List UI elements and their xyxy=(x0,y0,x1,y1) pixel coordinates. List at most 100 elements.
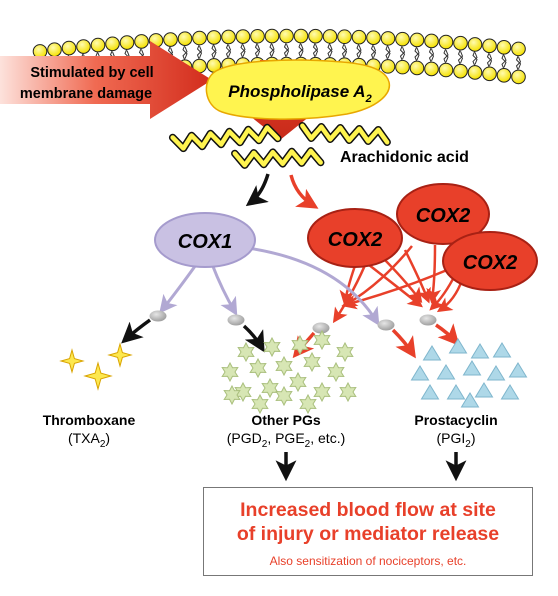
prostaglandin-star xyxy=(223,384,241,406)
phospholipid-head xyxy=(250,28,265,44)
thromboxane-label: Thromboxane xyxy=(43,412,136,428)
cox2-enzyme-3 xyxy=(442,231,538,291)
cox2-enzyme-1 xyxy=(307,208,403,268)
phospholipid-head xyxy=(235,29,251,44)
arrow-aa-to-cox2 xyxy=(289,174,319,209)
prostaglandin-star xyxy=(275,385,293,407)
phospholipid-head xyxy=(308,28,323,44)
prostaglandin-star xyxy=(327,361,345,383)
cox2-label-3: COX2 xyxy=(463,252,517,274)
other-pgs-stars xyxy=(221,329,357,415)
phospholipid-head xyxy=(511,69,526,85)
phospholipid-head xyxy=(453,63,468,79)
cox2-enzyme-2 xyxy=(396,183,490,245)
prostaglandin-star xyxy=(234,381,252,403)
prostaglandin-star xyxy=(313,329,331,351)
prostacyclin-triangle xyxy=(422,345,442,361)
prostaglandin-star xyxy=(251,393,269,415)
phospholipid-head xyxy=(221,29,236,45)
phospholipid-head xyxy=(206,30,222,45)
prostacyclin-triangle xyxy=(474,382,494,398)
cox2-label-2: COX2 xyxy=(416,205,470,227)
prostaglandin-star xyxy=(299,393,317,415)
prostacyclin-triangle xyxy=(460,392,480,408)
phospholipid-head xyxy=(467,37,483,52)
phospholipid-head xyxy=(453,35,468,51)
prostacyclin-triangle xyxy=(508,362,528,378)
prostaglandin-star xyxy=(263,336,281,358)
phospholipid-head xyxy=(177,31,193,47)
result-line2: of injury or mediator release xyxy=(236,523,500,545)
phospholipid-head xyxy=(424,61,439,77)
arachidonic-acid-label: Arachidonic acid xyxy=(340,149,469,166)
prostacyclin-triangle xyxy=(462,360,482,376)
phospholipid-head xyxy=(395,59,410,75)
arrow-to-prostacyclin-1 xyxy=(391,328,416,359)
cox1-label: COX1 xyxy=(178,231,232,253)
prostaglandin-star xyxy=(237,341,255,363)
prostaglandin-star xyxy=(336,341,354,363)
phospholipid-head xyxy=(322,29,338,44)
prostacyclin-abbr: (PGI2) xyxy=(436,430,475,450)
arachidonic-acid-chain xyxy=(300,123,390,145)
phospholipase-a2-badge xyxy=(205,59,391,120)
arrow-to-prostacyclin-2 xyxy=(435,323,460,346)
phospholipid-head xyxy=(496,40,512,55)
thromboxane-sparkle xyxy=(107,342,133,368)
phospholipid-head xyxy=(61,40,77,56)
prostacyclin-triangle xyxy=(410,365,430,381)
thromboxane-abbr: (TXA2) xyxy=(68,430,110,450)
prostacyclin-triangle xyxy=(470,343,490,359)
phospholipid-head xyxy=(424,33,439,49)
phospholipid-head xyxy=(395,31,410,47)
phospholipid-head xyxy=(511,41,526,57)
prostaglandin-star xyxy=(221,361,239,383)
trigger-label-line2: membrane damage xyxy=(20,86,152,102)
thromboxane-sparkle xyxy=(59,348,85,374)
other-pgs-label: Other PGs xyxy=(251,412,320,428)
prostacyclin-triangle xyxy=(420,384,440,400)
arachidonic-acid-chain xyxy=(232,148,323,168)
phospholipid-head xyxy=(438,34,454,50)
result-box: Increased blood flow at site of injury o… xyxy=(203,487,533,576)
arachidonic-acid-chain xyxy=(170,125,281,151)
phospholipid-head xyxy=(90,37,106,53)
phospholipid-head xyxy=(134,34,149,49)
trigger-arrow xyxy=(0,41,212,119)
phospholipid-head xyxy=(496,68,512,83)
phospholipid-head xyxy=(192,30,207,46)
prostacyclin-triangles xyxy=(410,338,528,408)
phospholipid-head xyxy=(409,60,425,76)
result-note: Also sensitization of nociceptors, etc. xyxy=(269,554,467,568)
prostacyclin-triangle xyxy=(436,364,456,380)
cox2-label-1: COX2 xyxy=(328,229,382,251)
arrow-to-other-pgs xyxy=(242,324,265,353)
other-pgs-abbr: (PGD2, PGE2, etc.) xyxy=(227,430,346,450)
phospholipid-head xyxy=(337,29,352,45)
arrow-to-thromboxane xyxy=(121,318,152,344)
prostacyclin-triangle xyxy=(492,342,512,358)
phospholipid-head xyxy=(380,59,396,74)
result-line1: Increased blood flow at site xyxy=(240,499,496,521)
phospholipid-head xyxy=(438,62,454,78)
phospholipid-head xyxy=(264,28,280,44)
phospholipid-head xyxy=(76,39,91,54)
phospholipid-head xyxy=(467,65,483,80)
phospholipid-head xyxy=(409,32,425,48)
arrow-aa-to-cox1 xyxy=(245,173,270,207)
prostacyclin-triangle xyxy=(446,384,466,400)
phospholipid-head xyxy=(351,29,367,45)
prostaglandin-star xyxy=(261,377,279,399)
phospholipid-head xyxy=(163,32,178,47)
phospholipid-head xyxy=(105,36,120,52)
prostaglandin-star xyxy=(275,355,293,377)
phospholipid-head xyxy=(279,28,294,44)
prostacyclin-triangle xyxy=(448,338,468,354)
thromboxane-sparkle xyxy=(83,361,113,391)
phospholipid-head xyxy=(380,31,396,46)
prostaglandin-star xyxy=(313,381,331,403)
phospholipase-a2-label: Phospholipase A2 xyxy=(228,82,371,105)
prostaglandin-star xyxy=(339,381,357,403)
